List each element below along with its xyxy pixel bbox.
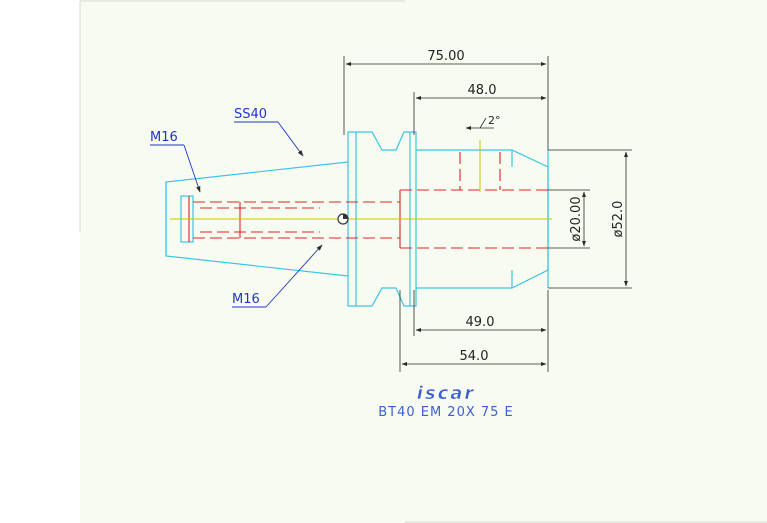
dimension-lines xyxy=(343,56,632,372)
paper-background xyxy=(80,0,767,523)
dim-bore-diameter: ø20.00 xyxy=(569,196,584,241)
dim-body-length: 49.0 xyxy=(466,315,495,330)
dim-projection: 54.0 xyxy=(460,349,489,364)
leaders xyxy=(150,121,323,308)
dim-taper-angle: 2° xyxy=(488,114,501,127)
leader-thread-bottom xyxy=(265,244,323,308)
part-number: BT40 EM 20X 75 E xyxy=(378,405,514,420)
dim-outer-diameter: ø52.0 xyxy=(611,201,626,238)
leader-taper xyxy=(277,121,304,157)
center-mark-quadrant xyxy=(343,214,348,219)
leader-thread-top xyxy=(183,144,201,193)
label-thread-bottom: M16 xyxy=(232,292,260,307)
hidden-lines xyxy=(193,152,548,249)
manufacturer-logo: iscar xyxy=(417,383,476,404)
label-thread-top: M16 xyxy=(150,130,178,145)
label-taper: SS40 xyxy=(234,107,267,122)
dim-overall-length: 75.00 xyxy=(427,49,464,64)
dim-bore-depth: 48.0 xyxy=(468,83,497,98)
